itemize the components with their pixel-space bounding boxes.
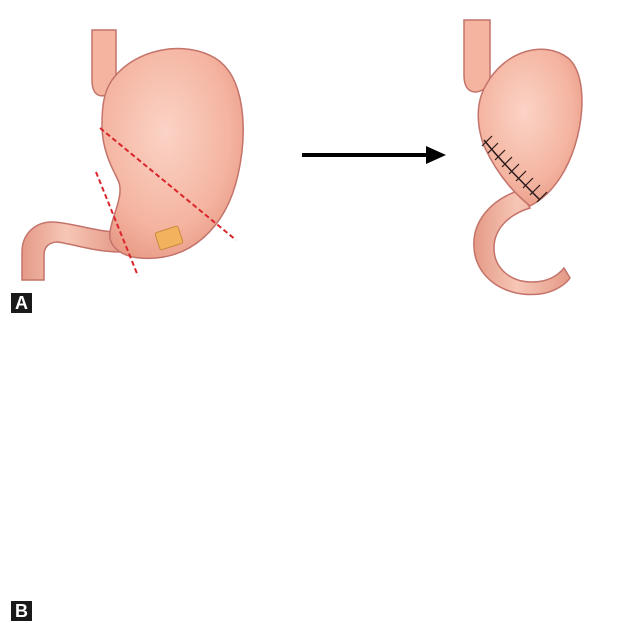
gastric-remnant (478, 49, 582, 206)
arrow-a (302, 146, 446, 164)
panel-a-original-stomach (22, 30, 243, 280)
panel-label-b: B (11, 601, 32, 621)
panel-a-reconstruction (464, 20, 582, 295)
duodenum (22, 222, 120, 280)
panel-label-a: A (11, 293, 32, 313)
duodenum-loop (474, 190, 570, 295)
esophagus (464, 20, 490, 92)
